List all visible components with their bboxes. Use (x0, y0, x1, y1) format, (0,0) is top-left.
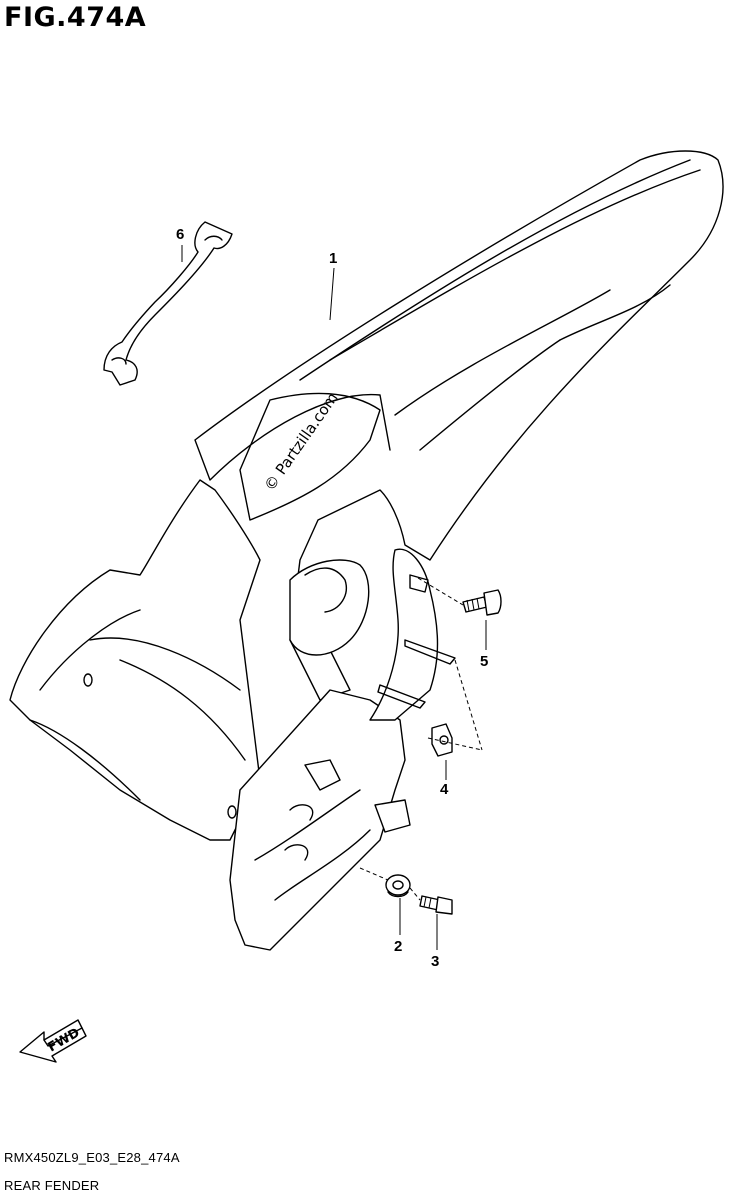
leader-lines (181, 245, 487, 950)
callout-1[interactable]: 1 (329, 250, 338, 267)
bolt-part-5[interactable] (462, 589, 502, 616)
fwd-arrow-icon: FWD (19, 1019, 87, 1063)
bolt-part-3[interactable] (419, 895, 453, 915)
rear-fender-part[interactable] (9, 150, 724, 951)
callout-3[interactable]: 3 (431, 953, 440, 970)
callout-2[interactable]: 2 (394, 938, 403, 955)
figure-code: RMX450ZL9_E03_E28_474A (4, 1150, 180, 1165)
callout-6[interactable]: 6 (176, 226, 185, 243)
figure-title: FIG.474A (4, 2, 147, 33)
tool-wrench-part[interactable] (103, 221, 233, 386)
nut-part-2[interactable] (385, 874, 411, 898)
nut-part-4[interactable] (431, 723, 453, 757)
callout-5[interactable]: 5 (480, 653, 489, 670)
callout-4[interactable]: 4 (440, 781, 449, 798)
figure-name: REAR FENDER (4, 1178, 100, 1193)
